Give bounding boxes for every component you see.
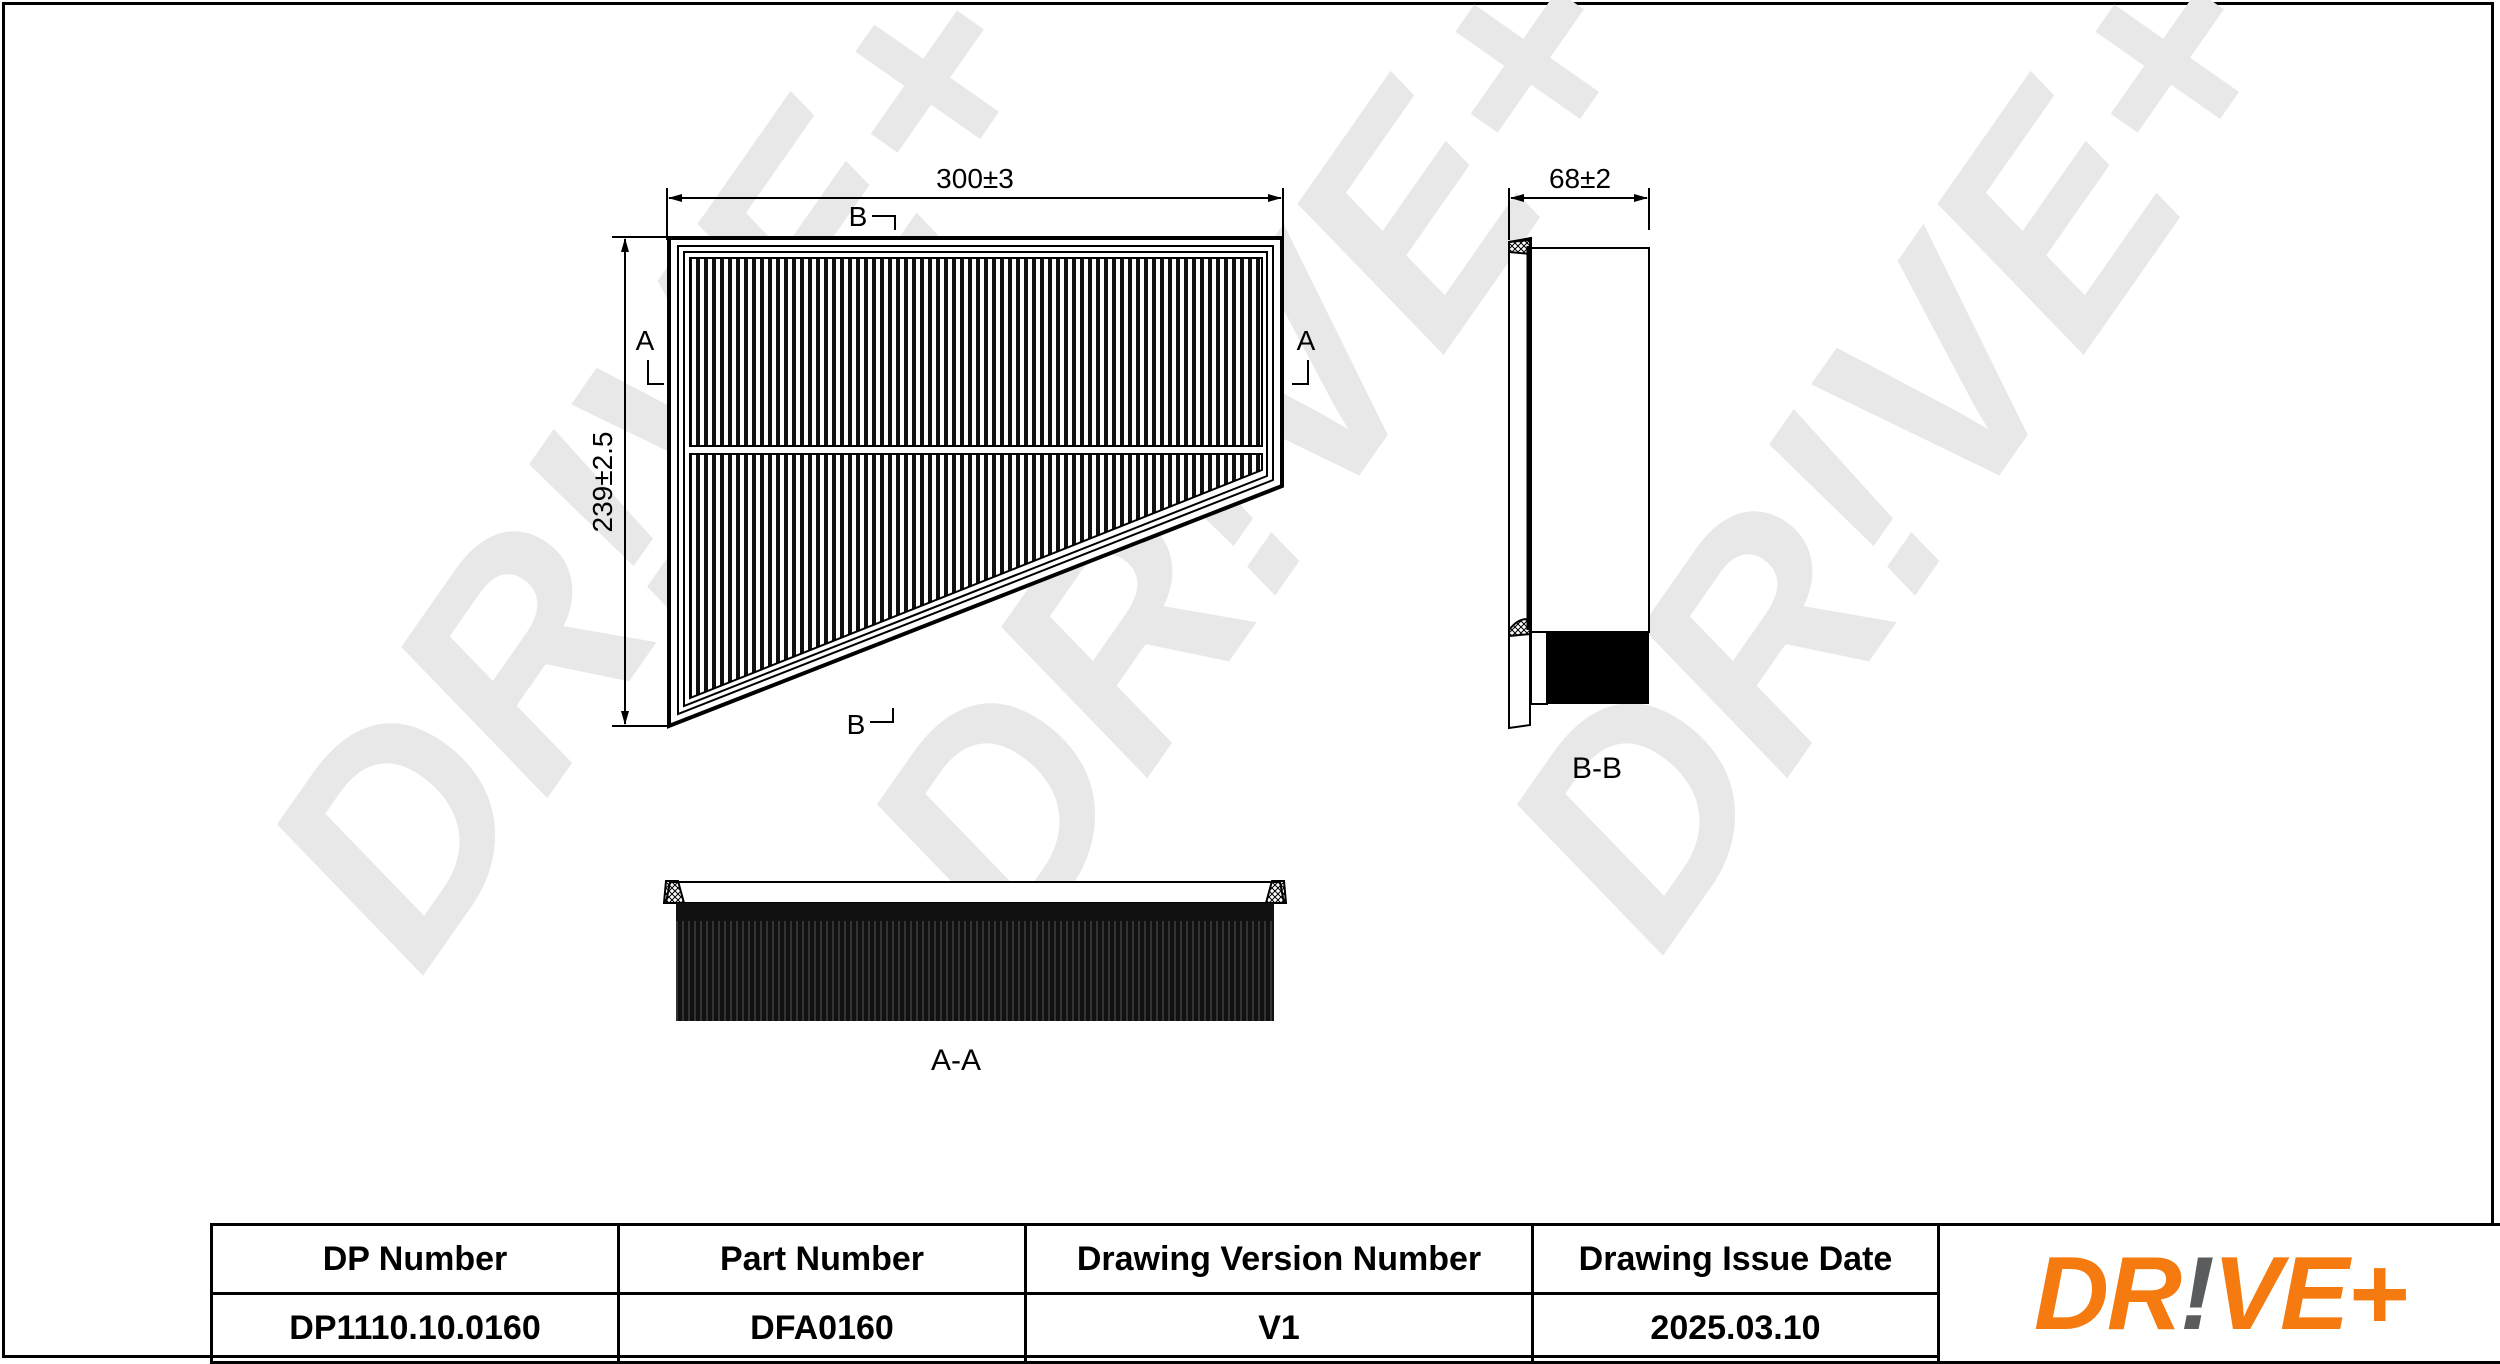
section-marker-b-bottom: B xyxy=(847,709,866,740)
value-dp-number: DP1110.10.0160 xyxy=(212,1294,619,1363)
header-drawing-version: Drawing Version Number xyxy=(1026,1225,1533,1294)
header-dp-number: DP Number xyxy=(212,1225,619,1294)
section-aa-view: A-A xyxy=(664,881,1286,1077)
depth-dimension: 68±2 xyxy=(1549,163,1611,194)
header-issue-date: Drawing Issue Date xyxy=(1533,1225,1939,1294)
value-part-number: DFA0160 xyxy=(619,1294,1026,1363)
title-block: DP Number Part Number Drawing Version Nu… xyxy=(210,1223,2500,1364)
height-dimension: 239±2.5 xyxy=(587,431,618,532)
brand-logo: DR!VE+ xyxy=(2034,1236,2406,1352)
watermark-logo: DR!VE+ DR!VE+ DR!VE+ xyxy=(197,0,2348,1017)
section-marker-b-top: B xyxy=(849,201,868,232)
value-drawing-version: V1 xyxy=(1026,1294,1533,1363)
section-aa-label: A-A xyxy=(931,1044,981,1077)
value-issue-date: 2025.03.10 xyxy=(1533,1294,1939,1363)
section-bb-label: B-B xyxy=(1572,752,1622,785)
section-marker-a-right: A xyxy=(1297,325,1316,356)
width-dimension: 300±3 xyxy=(936,163,1014,194)
section-marker-a-left: A xyxy=(636,325,655,356)
section-bb-view: 68±2 B-B xyxy=(1509,163,1649,785)
header-part-number: Part Number xyxy=(619,1225,1026,1294)
brand-logo-cell: DR!VE+ xyxy=(1939,1225,2500,1363)
